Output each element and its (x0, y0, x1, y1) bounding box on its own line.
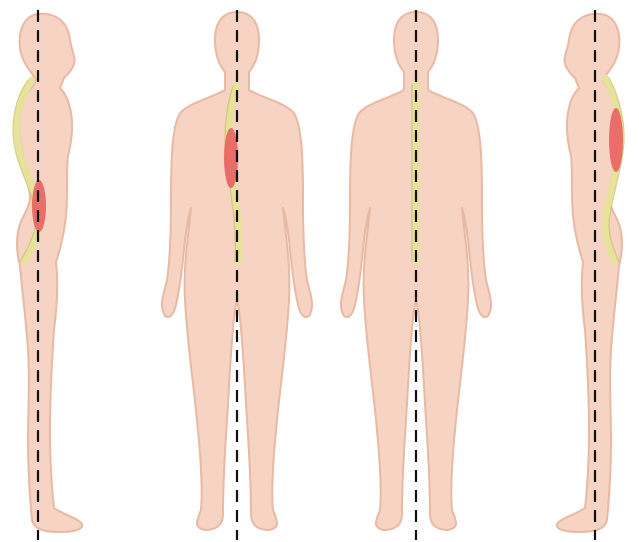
highlighted-region (224, 128, 238, 188)
highlighted-region (609, 108, 623, 172)
highlighted-region (32, 180, 46, 232)
figure-back-normal (341, 10, 491, 540)
figure-back-scoliosis (162, 10, 312, 540)
figure-side-lordosis (13, 10, 82, 540)
figure-side-kyphosis (557, 10, 624, 540)
